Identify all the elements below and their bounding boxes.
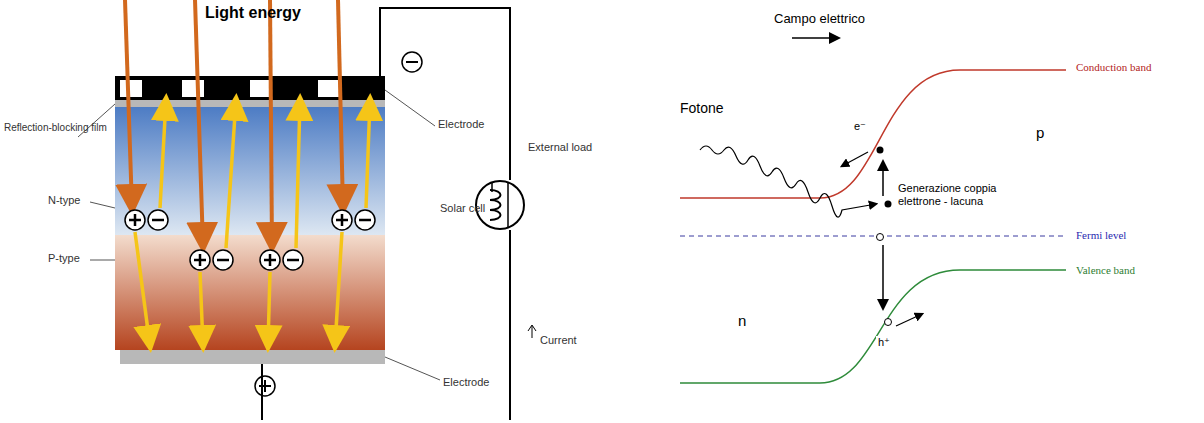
carrier-label: h⁺ xyxy=(876,336,892,349)
photon-label: Fotone xyxy=(678,100,726,116)
part-label: External load xyxy=(528,141,592,154)
field-label: Campo elettrico xyxy=(772,12,867,27)
band-label: Valence band xyxy=(1074,264,1137,277)
wire xyxy=(255,8,536,420)
band-diagram xyxy=(680,38,1066,383)
part-label: Reflection-blocking film xyxy=(4,122,107,134)
part-label: Electrode xyxy=(443,376,489,389)
part-label: Electrode xyxy=(438,118,484,131)
band-label: Conduction band xyxy=(1074,61,1153,74)
part-label: Current xyxy=(540,334,577,347)
part-label: Solar cell xyxy=(440,202,485,215)
part-label: N-type xyxy=(48,194,80,207)
band-label: Fermi level xyxy=(1074,229,1128,242)
region-label: n xyxy=(738,312,746,329)
charge-path xyxy=(135,100,370,346)
part-label: P-type xyxy=(48,252,80,265)
carrier-label: e⁻ xyxy=(852,120,868,133)
process-label: Generazione coppia elettrone - lacuna xyxy=(896,182,1012,207)
solar-cell xyxy=(115,76,385,364)
leader-line xyxy=(78,90,440,380)
title-label: Light energy xyxy=(205,4,301,22)
region-label: p xyxy=(1036,124,1044,141)
charge-symbol xyxy=(125,210,375,270)
